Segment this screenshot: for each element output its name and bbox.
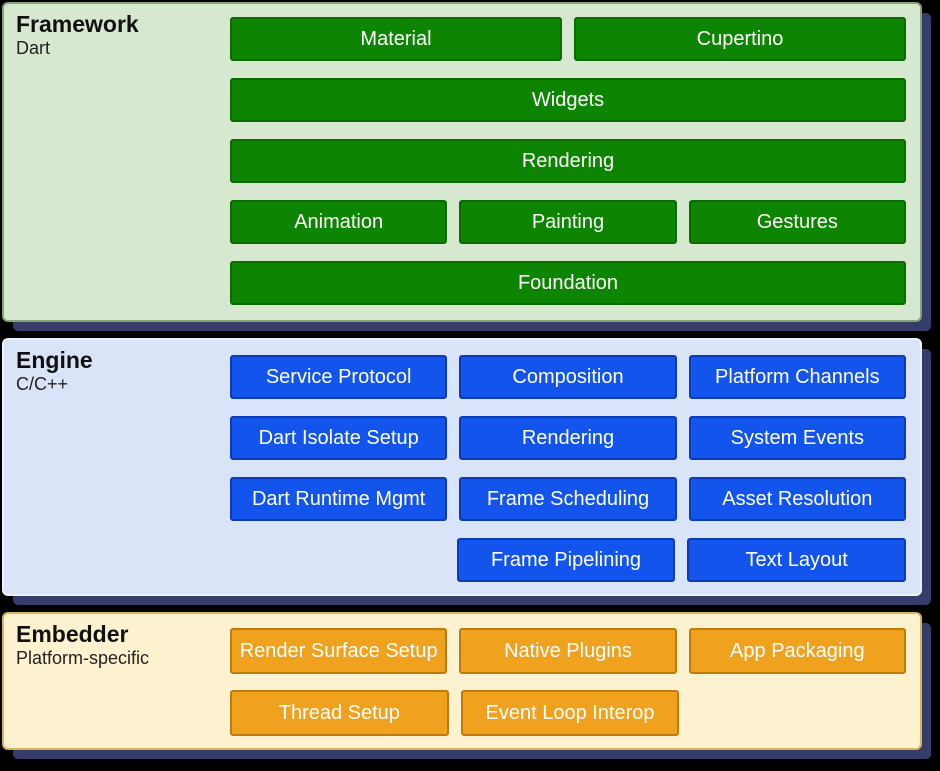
- embedder-row-1: Render Surface Setup Native Plugins App …: [230, 628, 906, 674]
- block-material: Material: [230, 17, 562, 61]
- framework-row-1: Material Cupertino: [230, 17, 906, 61]
- block-text-layout: Text Layout: [687, 538, 907, 582]
- block-thread-setup: Thread Setup: [230, 690, 449, 736]
- engine-row-1: Service Protocol Composition Platform Ch…: [230, 355, 906, 399]
- block-service-protocol: Service Protocol: [230, 355, 448, 399]
- engine-row-2: Dart Isolate Setup Rendering System Even…: [230, 416, 906, 460]
- block-foundation: Foundation: [230, 261, 906, 305]
- framework-row-2: Widgets: [230, 78, 906, 122]
- block-event-loop-interop: Event Loop Interop: [460, 690, 680, 736]
- block-dart-isolate-setup: Dart Isolate Setup: [230, 416, 448, 460]
- block-app-packaging: App Packaging: [688, 628, 906, 674]
- framework-row-5: Foundation: [230, 261, 906, 305]
- empty-cell: [691, 690, 906, 736]
- embedder-layer-panel: Embedder Platform-specific Render Surfac…: [2, 612, 922, 750]
- engine-label: Engine C/C++: [16, 347, 93, 397]
- block-render-surface-setup: Render Surface Setup: [230, 628, 448, 674]
- embedder-subtitle: Platform-specific: [16, 648, 150, 669]
- block-platform-channels: Platform Channels: [688, 355, 906, 399]
- engine-row-4: Frame Pipelining Text Layout: [230, 538, 907, 582]
- framework-row-3: Rendering: [230, 139, 906, 183]
- framework-title: Framework: [16, 11, 139, 37]
- engine-title: Engine: [16, 347, 93, 373]
- framework-subtitle: Dart: [16, 38, 51, 59]
- framework-row-4: Animation Painting Gestures: [230, 200, 906, 244]
- block-animation: Animation: [230, 200, 448, 244]
- embedder-row-2: Thread Setup Event Loop Interop: [230, 690, 906, 736]
- empty-cell: [230, 538, 445, 582]
- block-asset-resolution: Asset Resolution: [688, 477, 906, 521]
- block-painting: Painting: [459, 200, 677, 244]
- block-rendering-engine: Rendering: [459, 416, 677, 460]
- engine-layer-panel: Engine C/C++ Service Protocol Compositio…: [2, 338, 922, 596]
- embedder-title: Embedder: [16, 621, 129, 647]
- block-composition: Composition: [459, 355, 677, 399]
- block-system-events: System Events: [688, 416, 906, 460]
- block-widgets: Widgets: [230, 78, 906, 122]
- engine-row-3: Dart Runtime Mgmt Frame Scheduling Asset…: [230, 477, 906, 521]
- block-gestures: Gestures: [688, 200, 906, 244]
- block-dart-runtime-mgmt: Dart Runtime Mgmt: [230, 477, 448, 521]
- framework-blocks-grid: Material Cupertino Widgets Rendering Ani…: [230, 17, 906, 305]
- block-frame-scheduling: Frame Scheduling: [459, 477, 677, 521]
- block-frame-pipelining: Frame Pipelining: [456, 538, 676, 582]
- framework-label: Framework Dart: [16, 11, 139, 61]
- block-cupertino: Cupertino: [574, 17, 906, 61]
- block-native-plugins: Native Plugins: [459, 628, 677, 674]
- embedder-blocks-grid: Render Surface Setup Native Plugins App …: [230, 628, 906, 736]
- embedder-label: Embedder Platform-specific: [16, 621, 149, 671]
- block-rendering-framework: Rendering: [230, 139, 906, 183]
- engine-subtitle: C/C++: [16, 374, 69, 395]
- engine-blocks-grid: Service Protocol Composition Platform Ch…: [230, 355, 907, 582]
- framework-layer-panel: Framework Dart Material Cupertino Widget…: [2, 2, 922, 322]
